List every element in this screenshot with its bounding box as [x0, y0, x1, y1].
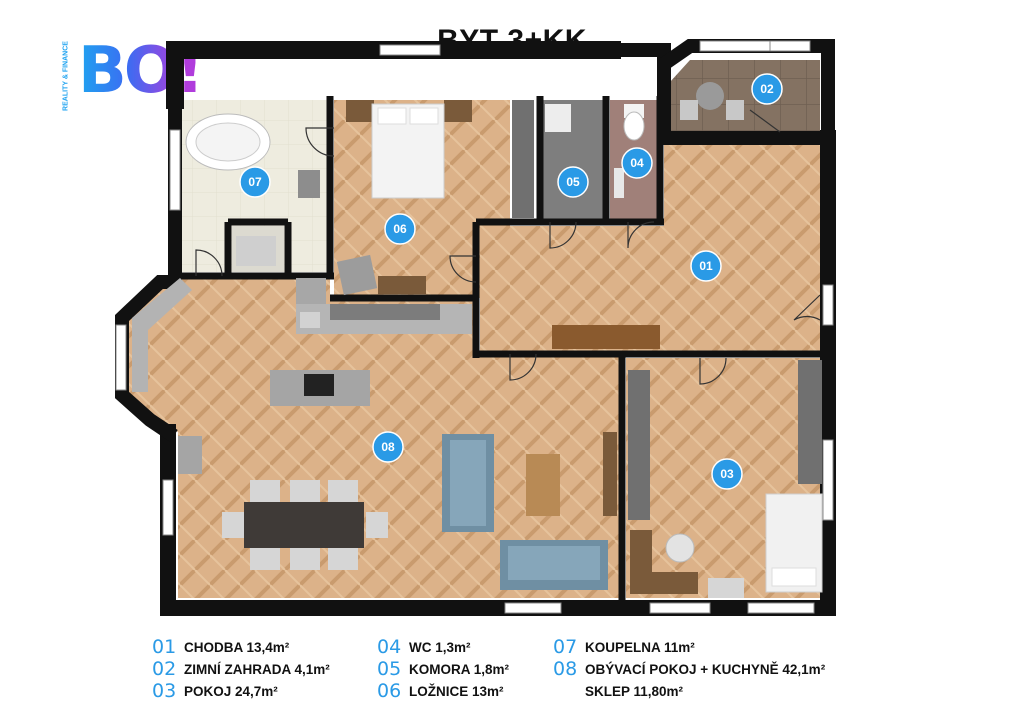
legend-item: 03 POKOJ 24,7m²: [152, 680, 330, 702]
legend-label: KOUPELNA 11m²: [585, 639, 695, 655]
dining-set: [222, 480, 388, 570]
bathroom-fixtures: [185, 113, 320, 266]
marker-04: [621, 147, 653, 179]
legend-item: 07 KOUPELNA 11m²: [553, 636, 825, 658]
legend-label: ZIMNÍ ZAHRADA 4,1m²: [184, 661, 330, 677]
marker-label-08: 08: [381, 440, 395, 454]
living-furniture: [442, 432, 617, 590]
marker-label-02: 02: [760, 82, 774, 96]
legend-item: SKLEP 11,80m²: [553, 680, 825, 702]
marker-label-03: 03: [720, 467, 734, 481]
marker-label-07: 07: [248, 175, 262, 189]
legend-number: 01: [152, 636, 177, 658]
marker-03: [711, 458, 743, 490]
inner-walls: [172, 96, 828, 606]
legend-number: 07: [553, 636, 578, 658]
legend-item: 05 KOMORA 1,8m²: [377, 658, 509, 680]
legend-number: 05: [377, 658, 402, 680]
legend-number: 03: [152, 680, 177, 702]
legend-column-3: 07 KOUPELNA 11m² 08 OBÝVACÍ POKOJ + KUCHYN…: [553, 636, 825, 702]
hall-floor-upper: [664, 142, 825, 232]
marker-05: [557, 166, 589, 198]
marker-06: [384, 213, 416, 245]
legend-number: 04: [377, 636, 402, 658]
legend-label: OBÝVACÍ POKOJ + KUCHYNĚ 42,1m²: [585, 661, 826, 677]
legend-number: 06: [377, 680, 402, 702]
marker-label-06: 06: [393, 222, 407, 236]
legend-label: CHODBA 13,4m²: [184, 639, 290, 655]
marker-label-04: 04: [630, 156, 644, 170]
legend-label: WC 1,3m²: [409, 639, 471, 655]
garden-furniture: [680, 82, 744, 120]
legend-number: 08: [553, 658, 578, 680]
marker-01: [690, 250, 722, 282]
legend-number: 02: [152, 658, 177, 680]
wc-fixtures: [545, 104, 645, 198]
legend-column-1: 01 CHODBA 13,4m² 02 ZIMNÍ ZAHRADA 4,1m² 03…: [152, 636, 330, 702]
doors: [195, 109, 821, 385]
room-marker-labels: 01 02 03 04 05 06 07 08: [248, 82, 774, 481]
legend-note: SKLEP 11,80m²: [585, 683, 684, 699]
legend-item: 08 OBÝVACÍ POKOJ + KUCHYNĚ 42,1m²: [553, 658, 825, 680]
room-markers: [239, 73, 783, 490]
marker-07: [239, 166, 271, 198]
marker-08: [372, 431, 404, 463]
marker-label-01: 01: [699, 259, 713, 273]
legend-item: 01 CHODBA 13,4m²: [152, 636, 330, 658]
hall-bench: [552, 325, 660, 349]
marker-02: [751, 73, 783, 105]
room03-furniture: [628, 360, 823, 598]
legend-label: KOMORA 1,8m²: [409, 661, 510, 677]
bedroom-furniture: [336, 100, 534, 296]
garden-floor: [670, 60, 820, 132]
legend-item: 02 ZIMNÍ ZAHRADA 4,1m²: [152, 658, 330, 680]
legend-label: POKOJ 24,7m²: [184, 683, 278, 699]
windows: [115, 40, 834, 614]
kitchen: [132, 278, 472, 474]
legend-item: 06 LOŽNICE 13m²: [377, 680, 509, 702]
legend-item: 04 WC 1,3m²: [377, 636, 509, 658]
legend-column-2: 04 WC 1,3m² 05 KOMORA 1,8m² 06 LOŽNICE 13m²: [377, 636, 509, 702]
marker-label-05: 05: [566, 175, 580, 189]
legend-label: LOŽNICE 13m²: [409, 683, 504, 699]
